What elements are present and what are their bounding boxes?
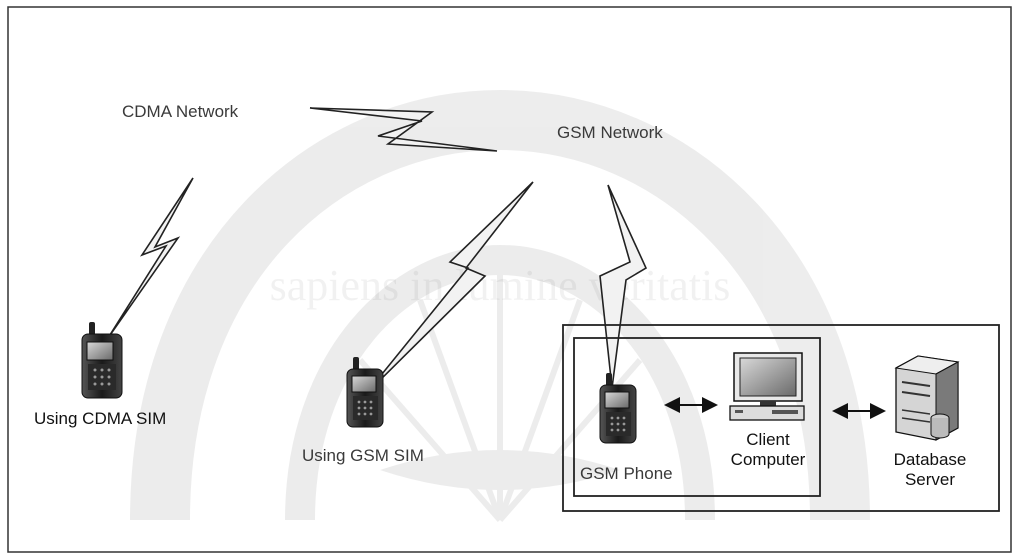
database-server-label: Database Server (882, 450, 978, 490)
gsm-network-label: GSM Network (557, 123, 663, 142)
client-inner-box (573, 337, 821, 497)
client-label-line2: Computer (730, 450, 806, 469)
gsm-phone-label: Using GSM SIM (302, 446, 424, 465)
gsm-modem-phone-icon (599, 373, 637, 444)
client-computer-label: Client Computer (720, 430, 816, 470)
client-label-line1: Client (746, 430, 790, 449)
server-label-line2: Server (904, 470, 956, 489)
client-computer-icon (729, 352, 805, 421)
server-label-line1: Database (893, 450, 967, 469)
gsm-modem-phone-label: GSM Phone (580, 464, 673, 483)
system-outer-box (562, 324, 1000, 512)
outer-border (7, 6, 1012, 553)
network-link-lightning (309, 107, 498, 152)
database-server-icon (894, 355, 960, 441)
cdma-network-label: CDMA Network (122, 102, 239, 121)
cdma-phone-icon (81, 322, 123, 399)
cdma-phone-label: Using CDMA SIM (34, 409, 167, 428)
gsm-phone-icon (346, 357, 384, 428)
watermark-text: sapiens in lumine veritatis (270, 261, 731, 310)
watermark-seal (130, 89, 870, 522)
